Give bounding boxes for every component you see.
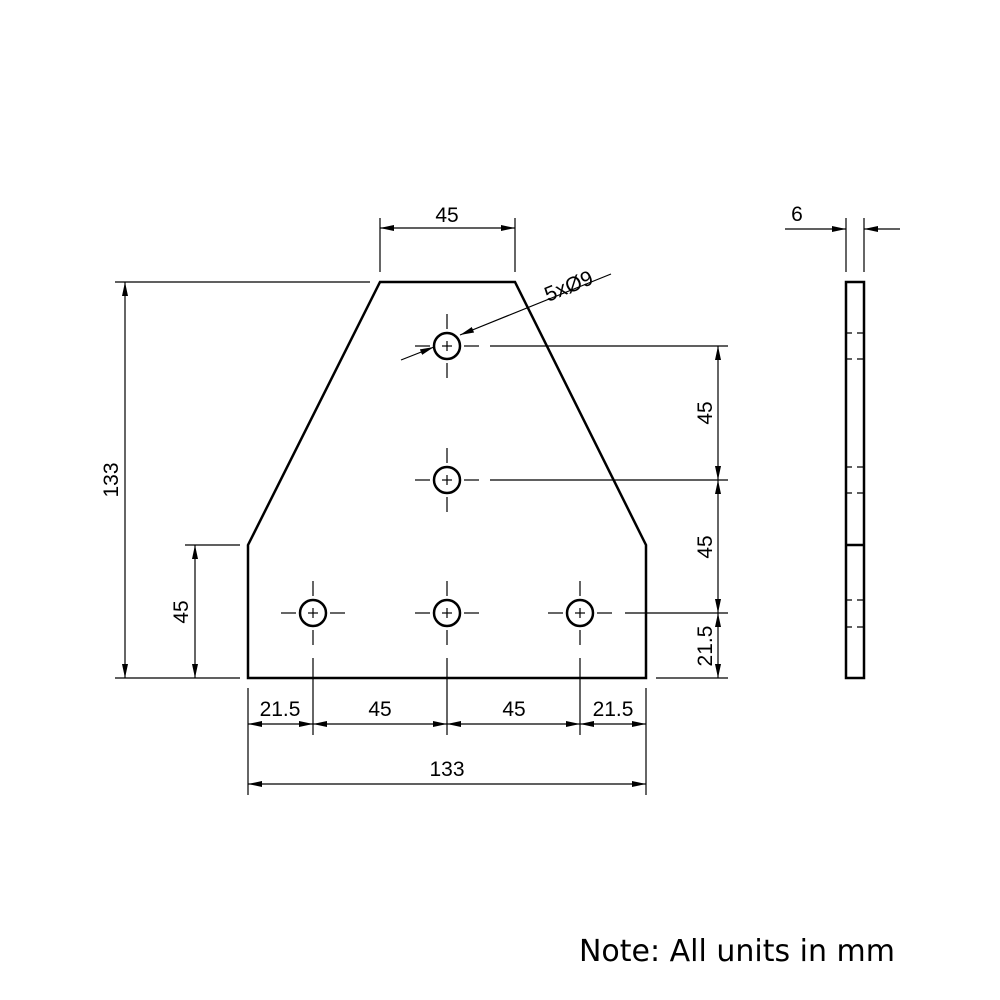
dim-label: 45 — [368, 698, 391, 721]
dim-right-chain: 45 45 21.5 — [490, 345, 728, 679]
units-note: Note: All units in mm — [579, 934, 895, 969]
plate-outline — [246, 280, 648, 680]
dim-label: 45 — [502, 698, 525, 721]
dim-top-width: 45 — [379, 204, 516, 272]
dim-label: 45 — [694, 401, 717, 424]
dim-label: 6 — [791, 203, 803, 226]
holes — [281, 314, 612, 645]
dim-label: 45 — [435, 204, 458, 227]
mounting-hole — [281, 581, 345, 645]
dim-label: 21.5 — [260, 698, 301, 721]
mounting-hole — [548, 581, 612, 645]
dim-label: 21.5 — [593, 698, 634, 721]
side-view: 6 — [785, 203, 900, 680]
dim-label: 45 — [694, 535, 717, 558]
dim-label: 21.5 — [694, 626, 717, 667]
dim-label: 45 — [170, 600, 193, 623]
dim-label: 133 — [100, 462, 123, 497]
dim-label: 133 — [429, 758, 464, 781]
mounting-hole — [415, 314, 479, 378]
mounting-hole — [415, 581, 479, 645]
dim-label: 5xØ9 — [541, 267, 596, 307]
dim-lower-height: 45 — [170, 544, 240, 678]
mounting-hole — [415, 448, 479, 512]
dim-overall-height: 133 — [100, 281, 370, 679]
dim-bottom-chain: 21.5 45 45 21.5 133 — [247, 658, 647, 795]
